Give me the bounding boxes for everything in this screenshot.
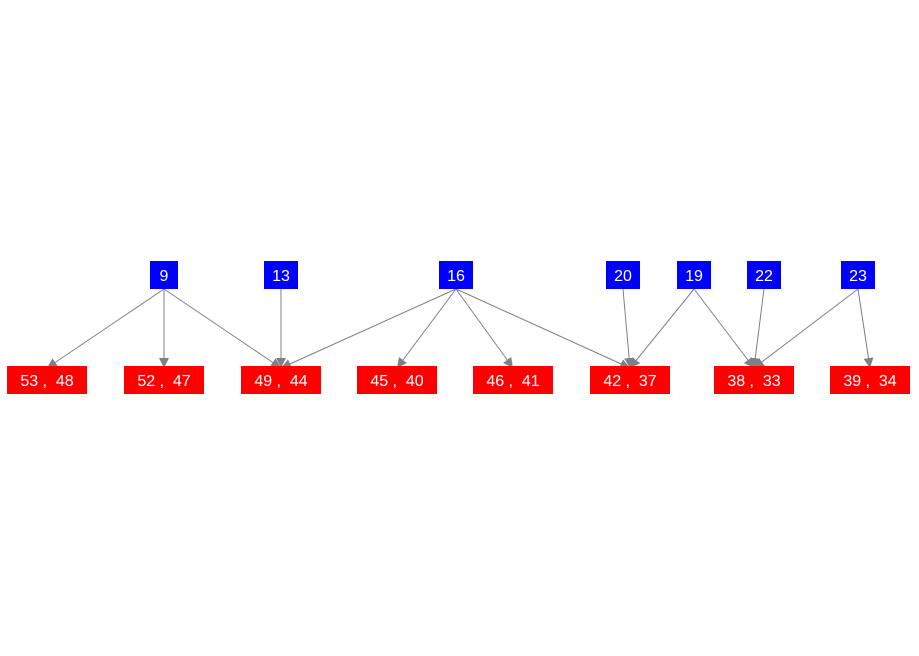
top-node-t9[interactable]: 9 — [150, 261, 178, 289]
bottom-node-label: 45 , 40 — [370, 373, 423, 390]
bottom-node-b38[interactable]: 38 , 33 — [714, 366, 794, 394]
bottom-node-label: 49 , 44 — [254, 373, 307, 390]
top-node-t23[interactable]: 23 — [841, 261, 875, 289]
edge-t19-b38 — [693, 288, 755, 369]
top-node-t16[interactable]: 16 — [439, 261, 473, 289]
bottom-node-b46[interactable]: 46 , 41 — [473, 366, 553, 394]
bottom-node-label: 52 , 47 — [137, 373, 190, 390]
top-node-t22[interactable]: 22 — [747, 261, 781, 289]
top-node-box — [150, 261, 178, 289]
top-node-box — [841, 261, 875, 289]
top-node-t20[interactable]: 20 — [606, 261, 640, 289]
top-node-box — [747, 261, 781, 289]
bottom-node-label: 53 , 48 — [20, 373, 73, 390]
bottom-node-box — [590, 366, 670, 394]
bottom-node-box — [473, 366, 553, 394]
top-node-box — [677, 261, 711, 289]
bottom-node-box — [357, 366, 437, 394]
edge-t22-b38 — [750, 288, 765, 369]
bottom-node-box — [124, 366, 204, 394]
bottom-node-label: 46 , 41 — [486, 373, 539, 390]
bottom-node-label: 39 , 34 — [843, 373, 896, 390]
edge-t23-b39 — [857, 288, 874, 369]
bottom-node-label: 38 , 33 — [727, 373, 780, 390]
bottom-node-b52[interactable]: 52 , 47 — [124, 366, 204, 394]
top-node-label: 19 — [685, 268, 703, 285]
edges-layer — [46, 288, 874, 369]
bottom-node-label: 42 , 37 — [603, 373, 656, 390]
top-node-label: 13 — [272, 268, 290, 285]
edge-t9-b53 — [46, 288, 165, 369]
bottom-node-box — [241, 366, 321, 394]
top-node-label: 20 — [614, 268, 632, 285]
top-node-label: 16 — [447, 268, 465, 285]
edge-t19-b42 — [629, 288, 695, 369]
edge-t16-b46 — [455, 288, 514, 369]
edge-t9-b49 — [163, 288, 282, 369]
bottom-node-b39[interactable]: 39 , 34 — [830, 366, 910, 394]
top-node-label: 9 — [160, 268, 169, 285]
top-node-label: 23 — [849, 268, 867, 285]
nodes-layer: 9 13 16 20 19 22 23 53 , 48 52 , 47 49 , 44 45 , 4… — [7, 261, 910, 394]
top-node-label: 22 — [755, 268, 773, 285]
bottom-node-b45[interactable]: 45 , 40 — [357, 366, 437, 394]
bottom-node-box — [830, 366, 910, 394]
top-node-box — [439, 261, 473, 289]
top-node-box — [606, 261, 640, 289]
edge-t16-b45 — [396, 288, 457, 369]
bottom-node-box — [7, 366, 87, 394]
top-node-t19[interactable]: 19 — [677, 261, 711, 289]
top-node-t13[interactable]: 13 — [264, 261, 298, 289]
bottom-node-b42[interactable]: 42 , 37 — [590, 366, 670, 394]
edge-t20-b42 — [622, 288, 635, 369]
bottom-node-b53[interactable]: 53 , 48 — [7, 366, 87, 394]
bottom-node-b49[interactable]: 49 , 44 — [241, 366, 321, 394]
edge-t16-b42 — [455, 288, 631, 369]
top-node-box — [264, 261, 298, 289]
bottom-node-box — [714, 366, 794, 394]
edge-t23-b38 — [753, 288, 859, 369]
edge-t16-b49 — [280, 288, 457, 369]
